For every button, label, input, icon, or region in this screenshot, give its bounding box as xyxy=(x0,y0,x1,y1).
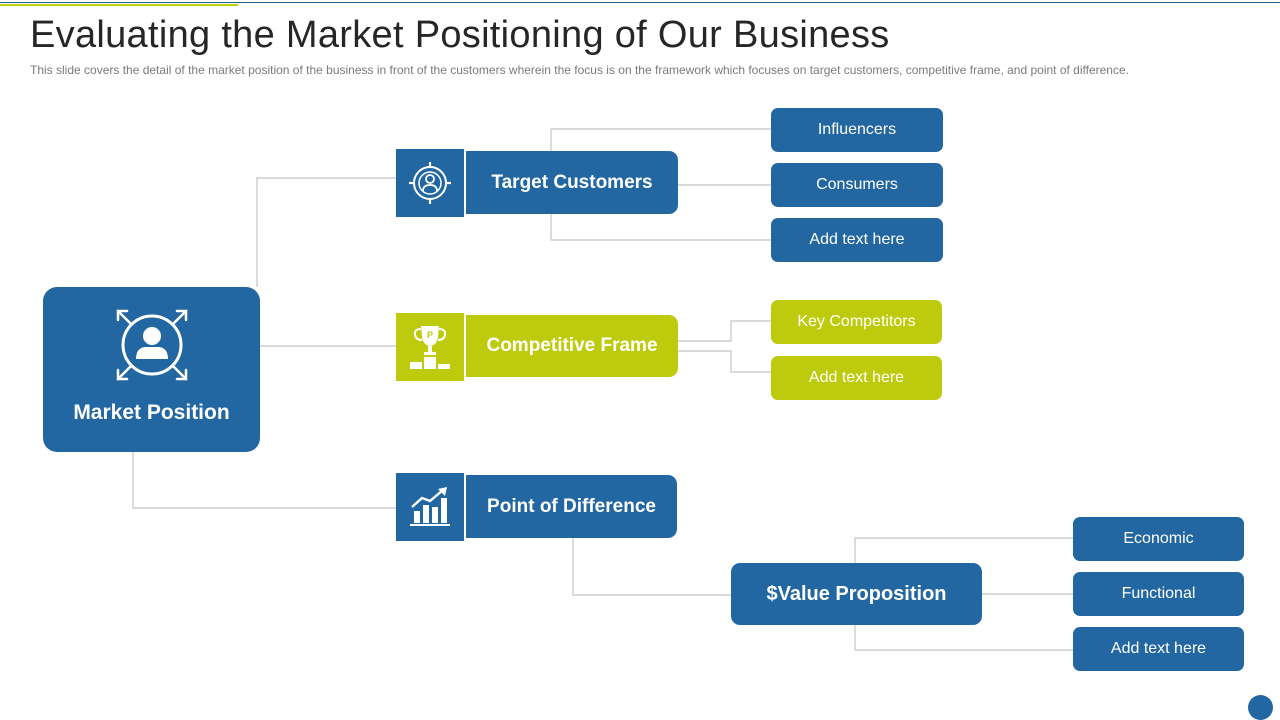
competitive-frame-icon-tile: P xyxy=(396,313,466,381)
leaf-functional[interactable]: Functional xyxy=(1073,572,1244,616)
connector-target-addtext xyxy=(550,213,771,241)
connector-value-economic xyxy=(854,537,1073,563)
connector-root-difference xyxy=(132,452,396,509)
leaf-influencers[interactable]: Influencers xyxy=(771,108,943,152)
leaf-target-add-text[interactable]: Add text here xyxy=(771,218,943,262)
leaf-label: Add text here xyxy=(1110,640,1207,657)
competitive-frame-label: Competitive Frame xyxy=(486,335,658,356)
connector-root-target xyxy=(256,177,396,287)
leaf-label: Consumers xyxy=(816,176,898,193)
svg-text:P: P xyxy=(427,330,433,340)
trophy-podium-icon: P xyxy=(410,326,450,369)
leaf-label: Functional xyxy=(1121,585,1196,602)
leaf-label: Influencers xyxy=(817,121,897,138)
leaf-key-competitors[interactable]: Key Competitors xyxy=(771,300,942,344)
leaf-consumers[interactable]: Consumers xyxy=(771,163,943,207)
point-of-difference-label: Point of Difference xyxy=(487,495,656,517)
slide-title: Evaluating the Market Positioning of Our… xyxy=(30,14,890,56)
competitive-frame-box[interactable]: Competitive Frame xyxy=(466,315,678,377)
market-position-card[interactable]: Market Position xyxy=(43,287,260,452)
leaf-economic[interactable]: Economic xyxy=(1073,517,1244,561)
market-position-label: Market Position xyxy=(73,401,230,424)
target-customers-label: Target Customers xyxy=(491,171,653,193)
leaf-value-add-text[interactable]: Add text here xyxy=(1073,627,1244,671)
leaf-competitive-add-text[interactable]: Add text here xyxy=(771,356,942,400)
value-proposition-box[interactable]: $Value Proposition xyxy=(731,563,982,625)
point-of-difference-icon-tile xyxy=(396,473,466,541)
customer-target-icon xyxy=(409,162,451,204)
point-of-difference-box[interactable]: Point of Difference xyxy=(466,475,677,538)
top-rule xyxy=(0,2,1280,3)
corner-dot xyxy=(1248,695,1273,720)
connector-target-influencers xyxy=(550,128,771,151)
connector-competitive-addtext xyxy=(678,350,771,373)
connector-competitive-keycompetitors xyxy=(678,320,771,342)
target-customers-icon-tile xyxy=(396,149,466,217)
slide-subtitle: This slide covers the detail of the mark… xyxy=(30,63,1129,77)
top-accent-bar xyxy=(0,4,238,6)
connector-value-addtext xyxy=(854,625,1073,651)
connector-difference-value xyxy=(572,538,731,596)
growth-chart-icon xyxy=(410,487,450,526)
leaf-label: Key Competitors xyxy=(797,313,916,330)
target-customers-box[interactable]: Target Customers xyxy=(466,151,678,214)
leaf-label: Add text here xyxy=(809,231,905,248)
value-proposition-label: $Value Proposition xyxy=(766,582,947,605)
leaf-label: Economic xyxy=(1123,530,1194,547)
leaf-label: Add text here xyxy=(808,369,905,386)
user-target-expand-icon xyxy=(116,309,187,381)
